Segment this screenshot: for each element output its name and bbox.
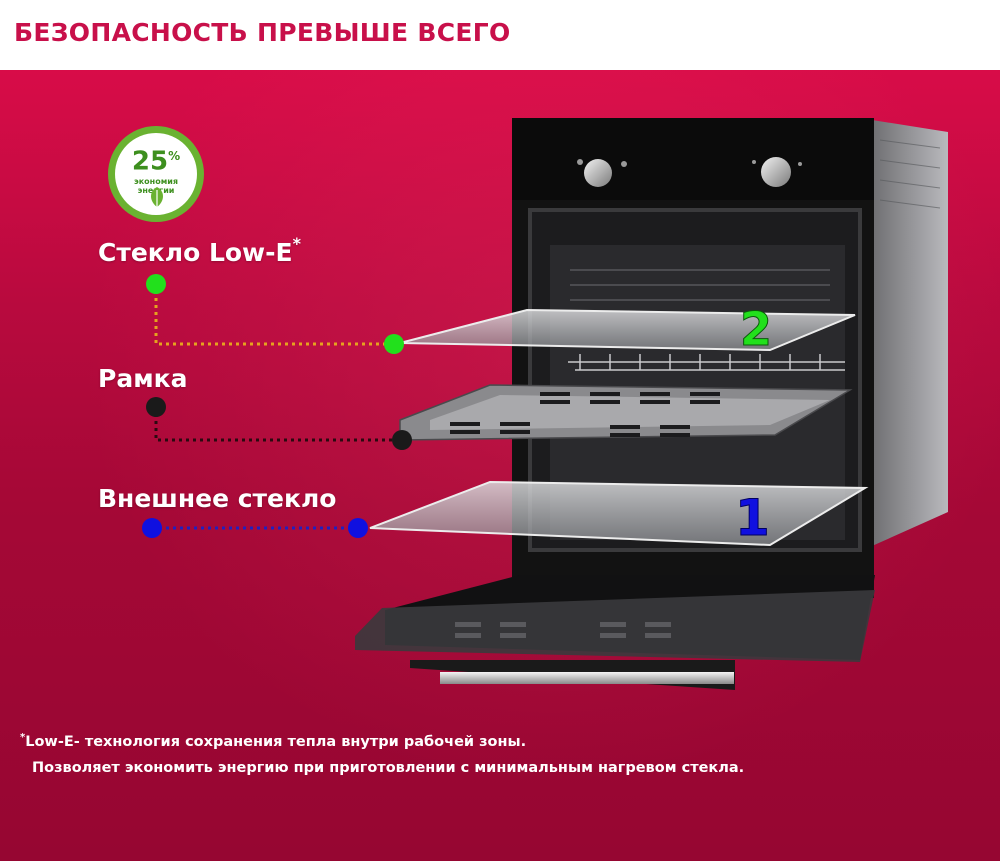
low-e-connector bbox=[154, 284, 394, 346]
frame-label: Рамка bbox=[98, 364, 188, 393]
frame-marker-start bbox=[146, 397, 166, 417]
energy-saving-percent: 25% bbox=[131, 146, 181, 177]
temperature-knob bbox=[761, 157, 791, 187]
oven-side bbox=[872, 120, 948, 546]
outer-glass-marker-end bbox=[348, 518, 368, 538]
low-e-marker-start bbox=[146, 274, 166, 294]
outer-glass-layer bbox=[369, 480, 869, 547]
frame-connector bbox=[154, 407, 402, 442]
footnote-line-2: Позволяет экономить энергию при приготов… bbox=[32, 759, 745, 776]
low-e-glass-layer bbox=[399, 308, 856, 352]
product-panel: 2 1 25% экономия энергии Стекло Low-E* Р… bbox=[0, 70, 1000, 861]
outer-glass-marker-start bbox=[142, 518, 162, 538]
layer-number-2: 2 bbox=[740, 302, 772, 356]
layer-number-1: 1 bbox=[735, 489, 770, 547]
footnote-line-1: *Low-E- технология сохранения тепла внут… bbox=[20, 732, 527, 750]
control-panel bbox=[512, 118, 874, 200]
connector-lines bbox=[142, 274, 412, 538]
door-handle bbox=[440, 672, 734, 684]
footnote: *Low-E- технология сохранения тепла внут… bbox=[20, 725, 744, 781]
leaf-icon bbox=[151, 187, 163, 207]
frame-marker-end bbox=[392, 430, 412, 450]
low-e-marker-end bbox=[384, 334, 404, 354]
oven-rack bbox=[568, 354, 845, 371]
energy-saving-badge: 25% экономия энергии bbox=[108, 126, 204, 222]
page-title: БЕЗОПАСНОСТЬ ПРЕВЫШЕ ВСЕГО bbox=[14, 18, 511, 47]
oven-illustration: 2 1 bbox=[355, 118, 948, 690]
outer-glass-label: Внешнее стекло bbox=[98, 484, 337, 513]
mode-knob bbox=[584, 159, 612, 187]
low-e-glass-label: Стекло Low-E* bbox=[98, 234, 301, 267]
